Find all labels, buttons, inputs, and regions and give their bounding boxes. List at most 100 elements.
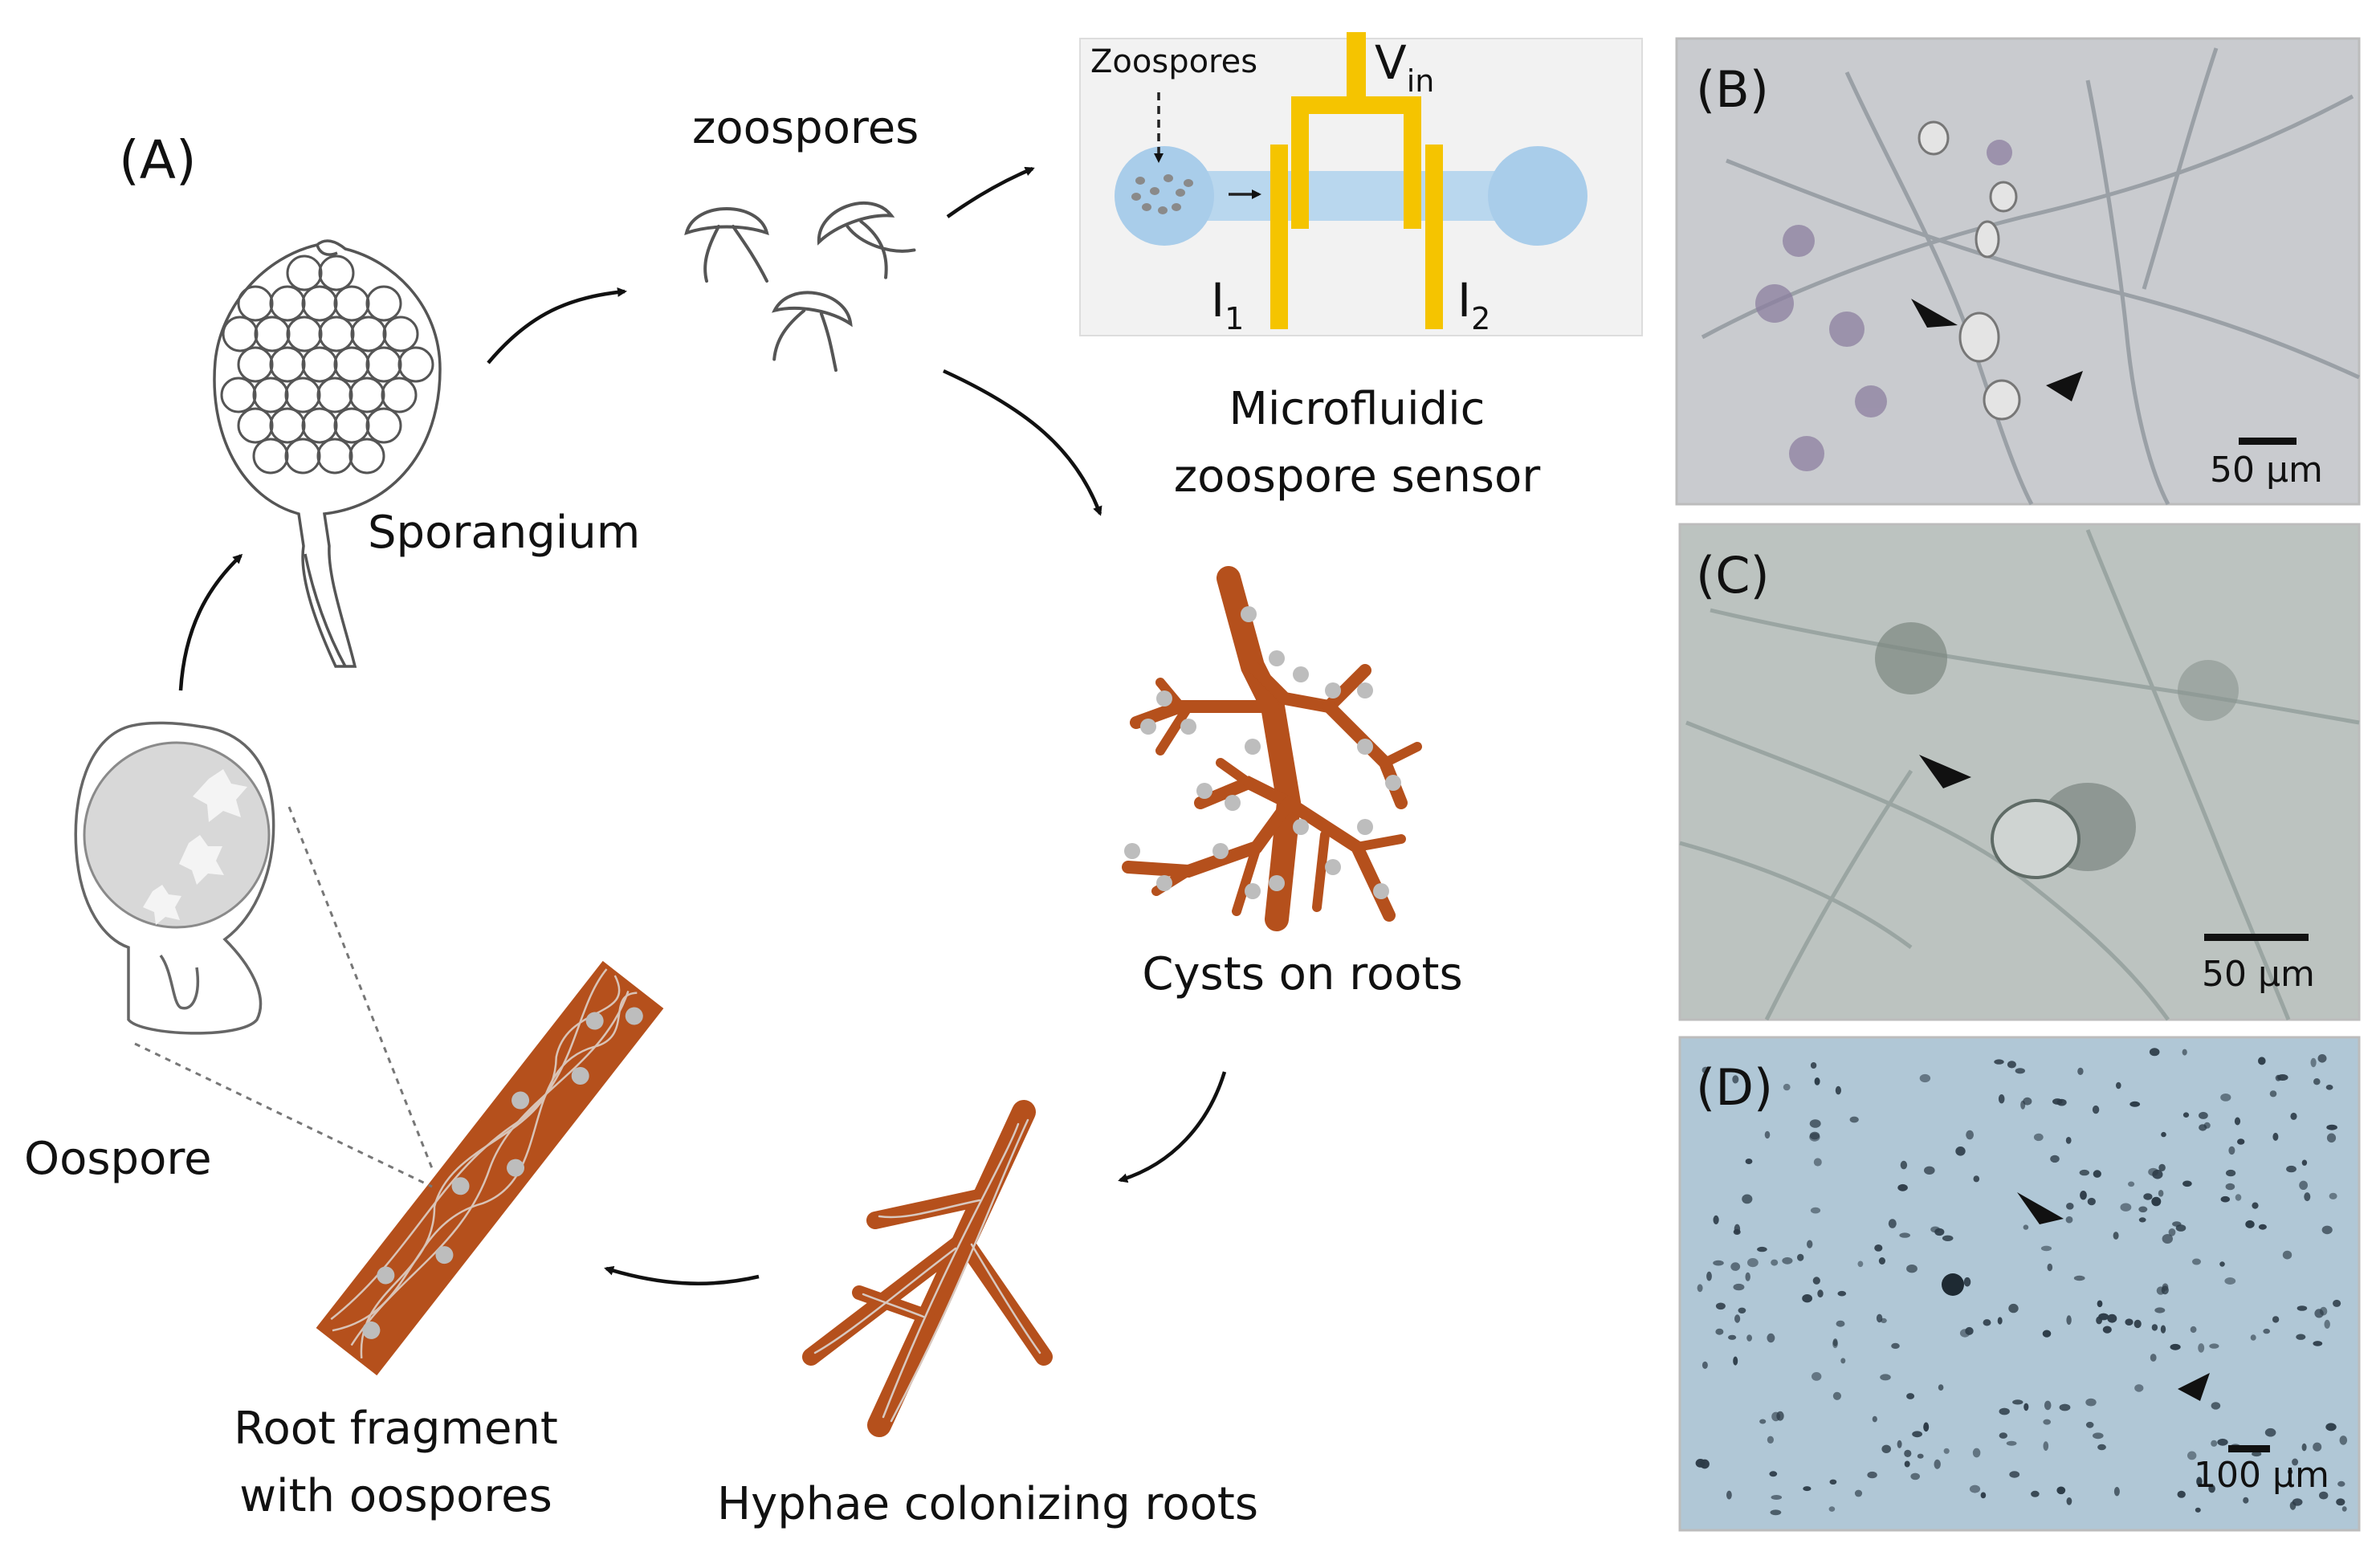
electrodes: [1270, 32, 1443, 329]
cell-dot: [2162, 1234, 2173, 1244]
panel-c-label: (C): [1696, 546, 1770, 605]
cell-dot: [2326, 1133, 2337, 1143]
cell-dot: [2272, 1316, 2280, 1323]
cell-dot: [2040, 1245, 2052, 1252]
cyst-dot: [1357, 682, 1373, 698]
particle-dot: [1172, 203, 1181, 211]
spore-circle: [333, 407, 370, 444]
electrode-vin-stem: [1347, 32, 1366, 104]
cell-dot: [2304, 1192, 2311, 1202]
cyst-dot: [1212, 843, 1229, 859]
cell-dot: [2225, 1183, 2235, 1191]
cell-dot: [2172, 1221, 2182, 1227]
label-sensor-line2: zoospore sensor: [1174, 450, 1542, 503]
cell-dot: [2282, 1250, 2292, 1260]
cell-dot: [2043, 1419, 2051, 1425]
cell-dot: [2325, 1423, 2337, 1432]
cell-dot: [2317, 1054, 2327, 1063]
label-root-line1: Root fragment: [234, 1403, 558, 1455]
spore-circle: [284, 438, 321, 474]
cell-dot: [1713, 1260, 1724, 1266]
cyst-dot: [1293, 666, 1309, 682]
cell-dot: [2217, 1438, 2228, 1446]
cell-dot: [1963, 1277, 1971, 1287]
cell-dot: [1715, 1328, 1724, 1335]
guide-line-upper: [287, 806, 434, 1169]
cell-dot: [1872, 1415, 1877, 1423]
cell-dot: [2339, 1436, 2348, 1445]
cell-dot: [2252, 1451, 2262, 1457]
cell-dot: [1706, 1271, 1712, 1281]
cell-dot: [1829, 1479, 1837, 1485]
cell-dot: [1938, 1384, 1944, 1391]
particle-dot: [1150, 187, 1159, 195]
label-sporangium: Sporangium: [368, 507, 640, 559]
particle-dot: [1184, 179, 1193, 187]
cell-dot: [1881, 1444, 1891, 1454]
scale-bar-d: [2228, 1445, 2270, 1452]
cell-dot: [1771, 1495, 1783, 1500]
cell-dot: [1713, 1215, 1719, 1224]
spore-circle: [286, 255, 323, 291]
cell-dot: [1972, 1448, 1981, 1458]
cell-dot: [1934, 1459, 1941, 1469]
spore-circle: [397, 346, 434, 383]
cell-dot: [1803, 1486, 1812, 1492]
spore-circle: [318, 316, 355, 352]
cell-dot: [1919, 1073, 1931, 1083]
cell-dot: [1904, 1460, 1910, 1468]
cell-dot: [2264, 1427, 2276, 1437]
electrode-vin-bar: [1299, 96, 1412, 114]
cell-dot: [1738, 1307, 1746, 1314]
scale-label-b: 50 µm: [2210, 450, 2323, 491]
cell-dot: [2056, 1486, 2066, 1495]
label-root-line2: with oospores: [239, 1470, 552, 1522]
cell-dot: [1857, 1261, 1864, 1268]
cell-dot: [2198, 1343, 2205, 1353]
cell-dot: [1810, 1062, 1817, 1069]
cell-dot: [1702, 1066, 1710, 1073]
hyphae-roots-drawing: [802, 1100, 1053, 1437]
cell-dot: [2065, 1137, 2072, 1144]
cell-dot: [2208, 1485, 2215, 1493]
cell-dot: [2008, 1303, 2019, 1313]
arrow-zoospores-to-cysts: [943, 369, 1102, 516]
cell-dot: [2023, 1097, 2032, 1106]
cell-dot: [2116, 1081, 2121, 1089]
cell-dot: [2321, 1225, 2333, 1235]
particle-dot: [1158, 206, 1168, 214]
cell-dot: [2220, 1195, 2230, 1203]
root-fragment-drawing: [316, 960, 664, 1376]
cell-dot: [2077, 1067, 2084, 1075]
cell-dot: [1728, 1334, 1737, 1340]
cyst-dot: [1241, 606, 1257, 622]
cell-dot: [2310, 1057, 2317, 1068]
cell-dot: [2066, 1497, 2072, 1505]
cell-dot: [1759, 1419, 1767, 1424]
cell-dot: [2044, 1400, 2052, 1411]
cell-dot: [1814, 1077, 1820, 1085]
cell-dot: [1867, 1471, 1877, 1479]
cell-dot: [1973, 1175, 1980, 1183]
cell-dot: [2235, 1194, 2242, 1201]
cell-dot: [2087, 1197, 2096, 1206]
particle-dot: [1135, 177, 1145, 185]
cell-dot: [1807, 1240, 1813, 1248]
arrow-oospore-to-sporangium: [178, 553, 243, 691]
cell-dot: [2050, 1155, 2060, 1163]
cell-dot: [2102, 1326, 2112, 1334]
spore-circle: [301, 285, 338, 322]
cell-dot: [1810, 1207, 1821, 1214]
cell-dot: [2341, 1506, 2347, 1512]
cell-dot: [2272, 1132, 2279, 1141]
cell-dot: [1747, 1258, 1759, 1268]
cell-dot: [2336, 1498, 2345, 1506]
cell-dot: [2085, 1421, 2094, 1428]
cell-dot: [2211, 1402, 2221, 1410]
cell-dot: [1734, 1224, 1741, 1234]
cell-dot: [2292, 1498, 2303, 1506]
cell-dot: [2125, 1318, 2134, 1326]
cell-dot: [1906, 1393, 1915, 1399]
cell-dot: [1840, 1358, 1846, 1364]
cell-dot: [2190, 1326, 2197, 1334]
